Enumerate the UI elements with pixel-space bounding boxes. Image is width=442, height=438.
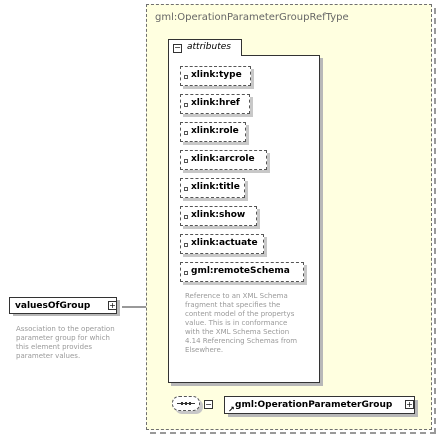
root-element-name: valuesOfGroup	[15, 301, 91, 311]
root-element-valuesofgroup[interactable]: valuesOfGroup +	[9, 297, 117, 314]
expand-icon[interactable]: +	[108, 301, 117, 310]
expand-ref-icon[interactable]: +	[405, 400, 414, 409]
attributes-group-tab[interactable]: − attributes	[168, 39, 242, 56]
collapse-icon[interactable]: −	[173, 43, 182, 53]
ref-element-operationparametergroup[interactable]: ↗ gml:OperationParameterGroup +	[224, 396, 415, 414]
reference-arrow-icon: ↗	[228, 405, 235, 414]
attribute-xlink-type[interactable]: xlink:type	[180, 66, 251, 86]
sequence-compositor[interactable]	[172, 396, 200, 411]
attribute-xlink-show[interactable]: xlink:show	[180, 206, 257, 226]
attribute-xlink-href[interactable]: xlink:href	[180, 94, 250, 114]
ref-element-name: gml:OperationParameterGroup	[235, 400, 393, 410]
complex-type-name: gml:OperationParameterGroupRefType	[155, 12, 349, 23]
sequence-icon	[177, 402, 195, 405]
attribute-gml-remoteschema[interactable]: gml:remoteSchema	[180, 262, 304, 282]
attribute-xlink-actuate[interactable]: xlink:actuate	[180, 234, 264, 254]
attribute-xlink-arcrole[interactable]: xlink:arcrole	[180, 150, 267, 170]
attribute-xlink-title[interactable]: xlink:title	[180, 178, 245, 198]
attributes-group-label: attributes	[187, 42, 231, 52]
root-element-documentation: Association to the operation parameter g…	[16, 325, 115, 360]
collapse-sequence-icon[interactable]: −	[204, 400, 213, 409]
attribute-xlink-role[interactable]: xlink:role	[180, 122, 246, 142]
remote-schema-documentation: Reference to an XML Schema fragment that…	[185, 292, 298, 354]
complex-type-shadow	[150, 8, 436, 434]
